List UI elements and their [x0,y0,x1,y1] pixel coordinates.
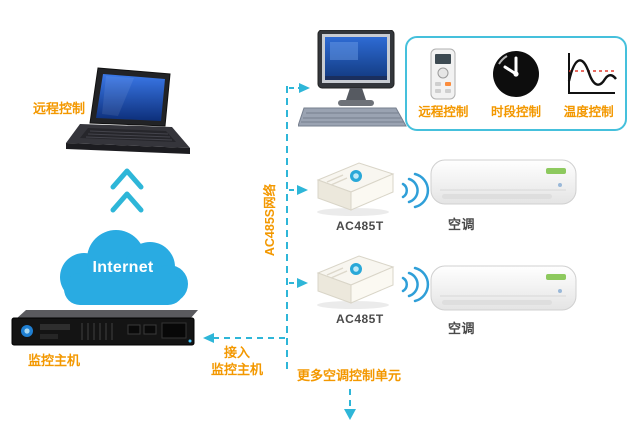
wireless-signal-icon [401,266,430,303]
laptop [66,66,192,166]
feature-temperature-label: 温度控制 [563,105,614,119]
feature-remote-label: 远程控制 [418,105,469,119]
feature-time-control: 时段控制 [480,48,552,121]
wireless-signal-icon [401,172,430,209]
feature-time-label: 时段控制 [490,105,541,119]
chevron-up-arrow [110,168,144,213]
ac485t-adapter [303,251,398,311]
ac1-label: 空调 [448,217,476,232]
bus-network-label: AC485S网络 [263,183,277,257]
remote-control-label: 远程控制 [33,101,86,116]
adapter1-label: AC485T [336,219,384,233]
feature-remote-control: 远程控制 [407,48,479,121]
bus-arrowheads [203,83,356,420]
bus-line [212,86,351,409]
clock-icon [491,48,541,100]
more-units-label: 更多空调控制单元 [297,368,402,383]
access-note: 接入 监控主机 [202,344,272,378]
desktop-computer [298,30,410,130]
feature-temperature-control: 温度控制 [553,48,625,121]
adapter2-label: AC485T [336,312,384,326]
monitor-host-device [10,304,202,356]
air-conditioner [430,264,578,316]
access-note-line1: 接入 [223,345,250,360]
remote-control-icon [429,48,457,100]
monitor-host-label: 监控主机 [28,353,81,368]
temperature-chart-icon [560,48,618,100]
air-conditioner [430,158,578,210]
access-note-line2: 监控主机 [210,362,263,377]
ac2-label: 空调 [448,321,476,336]
internet-cloud: Internet [52,223,194,309]
ac485t-adapter [303,158,398,218]
control-modes-box: 远程控制 时段控制 温度控制 [405,36,627,131]
internet-label: Internet [92,259,154,276]
